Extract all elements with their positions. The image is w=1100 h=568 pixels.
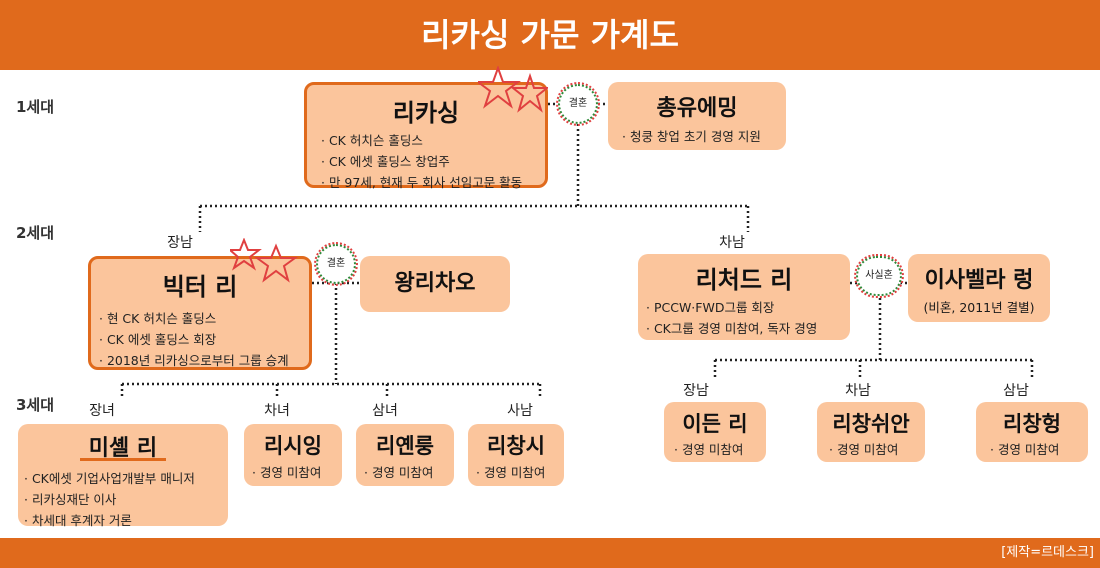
person-name: 이사벨라 렁 bbox=[924, 268, 1034, 293]
person-name: 리카싱 bbox=[392, 99, 460, 127]
person-card-chong-yuming[interactable]: 총유에밍 청쿵 창업 초기 경영 지원 bbox=[608, 82, 786, 150]
person-card-wang-lichao[interactable]: 왕리차오 bbox=[360, 256, 510, 312]
person-name: 리처드 리 bbox=[695, 266, 793, 294]
marriage-badge: 사실혼 bbox=[854, 254, 904, 298]
person-note: 경영 미참여 bbox=[252, 462, 342, 483]
person-card-li-changshi[interactable]: 리창시 경영 미참여 bbox=[468, 424, 564, 486]
page-title: 리카싱 가문 가계도 bbox=[421, 16, 679, 54]
person-note: 만 97세, 현재 두 회사 선임고문 활동 bbox=[321, 172, 545, 193]
person-note: CK에셋 기업사업개발부 매니저 bbox=[24, 468, 228, 489]
person-note: CK 허치슨 홀딩스 bbox=[321, 130, 545, 151]
person-name: 총유에밍 bbox=[656, 96, 738, 121]
marriage-badge: 결혼 bbox=[314, 242, 358, 286]
person-name: 왕리차오 bbox=[394, 271, 476, 296]
person-note: 경영 미참여 bbox=[476, 462, 564, 483]
relation-label: 장남 bbox=[683, 383, 709, 399]
red-star-scribble-icon bbox=[230, 238, 299, 283]
red-star-scribble-icon bbox=[478, 66, 548, 113]
person-note: 리카싱재단 이사 bbox=[24, 489, 228, 510]
person-note: 경영 미참여 bbox=[674, 439, 766, 460]
wreath-icon bbox=[314, 242, 358, 286]
relation-label: 차남 bbox=[845, 383, 871, 399]
person-name: 리옌룽 bbox=[376, 434, 434, 458]
relation-label: 삼녀 bbox=[372, 403, 398, 419]
person-name: 리창헝 bbox=[1003, 412, 1061, 436]
person-card-eden-li[interactable]: 이든 리 경영 미참여 bbox=[664, 402, 766, 462]
name-underline bbox=[80, 458, 166, 461]
person-card-li-changheng[interactable]: 리창헝 경영 미참여 bbox=[976, 402, 1088, 462]
person-card-li-yenrong[interactable]: 리옌룽 경영 미참여 bbox=[356, 424, 454, 486]
relation-label: 차녀 bbox=[264, 403, 290, 419]
person-note: 청쿵 창업 초기 경영 지원 bbox=[622, 126, 786, 147]
generation-label-2: 2세대 bbox=[16, 224, 55, 242]
person-note: (비혼, 2011년 결별) bbox=[923, 300, 1035, 315]
relation-label: 사남 bbox=[507, 403, 533, 419]
person-note: 2018년 리카싱으로부터 그룹 승계 bbox=[99, 350, 309, 371]
title-bar: 리카싱 가문 가계도 bbox=[0, 0, 1100, 70]
person-note: 경영 미참여 bbox=[364, 462, 454, 483]
person-card-li-shiying[interactable]: 리시잉 경영 미참여 bbox=[244, 424, 342, 486]
person-card-li-changshuian[interactable]: 리창쉬안 경영 미참여 bbox=[817, 402, 925, 462]
person-name: 미셸 리 bbox=[88, 436, 158, 461]
person-card-li-ka-shing[interactable]: 리카싱 CK 허치슨 홀딩스 CK 에셋 홀딩스 창업주 만 97세, 현재 두… bbox=[304, 82, 548, 190]
person-name: 이든 리 bbox=[682, 412, 748, 436]
person-name: 리창쉬안 bbox=[832, 412, 910, 436]
person-card-richard-li[interactable]: 리처드 리 PCCW·FWD그룹 회장 CK그룹 경영 미참여, 독자 경영 bbox=[638, 254, 850, 340]
person-note: CK 에셋 홀딩스 창업주 bbox=[321, 151, 545, 172]
relation-label: 삼남 bbox=[1003, 383, 1029, 399]
credit-text: [제작=르데스크] bbox=[1001, 545, 1094, 560]
person-name: 리시잉 bbox=[264, 434, 322, 458]
generation-label-1: 1세대 bbox=[16, 98, 55, 116]
person-note: 차세대 후계자 거론 bbox=[24, 510, 228, 531]
person-card-michelle-li[interactable]: 미셸 리 CK에셋 기업사업개발부 매니저 리카싱재단 이사 차세대 후계자 거… bbox=[18, 424, 228, 528]
wreath-icon bbox=[854, 254, 904, 298]
person-note: 현 CK 허치슨 홀딩스 bbox=[99, 308, 309, 329]
wreath-icon bbox=[556, 82, 600, 126]
person-note: CK 에셋 홀딩스 회장 bbox=[99, 329, 309, 350]
person-card-isabella-leong[interactable]: 이사벨라 렁 (비혼, 2011년 결별) bbox=[908, 254, 1050, 322]
person-card-victor-li[interactable]: 빅터 리 현 CK 허치슨 홀딩스 CK 에셋 홀딩스 회장 2018년 리카싱… bbox=[88, 256, 312, 370]
person-note: PCCW·FWD그룹 회장 bbox=[646, 297, 850, 318]
footer-bar: [제작=르데스크] bbox=[0, 538, 1100, 568]
relation-label: 장남 bbox=[167, 235, 193, 251]
person-note: CK그룹 경영 미참여, 독자 경영 bbox=[646, 318, 850, 339]
marriage-label: 사실혼 bbox=[865, 270, 893, 281]
person-name: 빅터 리 bbox=[162, 273, 238, 301]
person-note: 경영 미참여 bbox=[990, 439, 1088, 460]
relation-label: 장녀 bbox=[89, 403, 115, 419]
relation-label: 차남 bbox=[719, 235, 745, 251]
person-note: 경영 미참여 bbox=[829, 439, 925, 460]
marriage-badge: 결혼 bbox=[556, 82, 600, 126]
generation-label-3: 3세대 bbox=[16, 396, 55, 414]
person-name: 리창시 bbox=[487, 434, 545, 458]
